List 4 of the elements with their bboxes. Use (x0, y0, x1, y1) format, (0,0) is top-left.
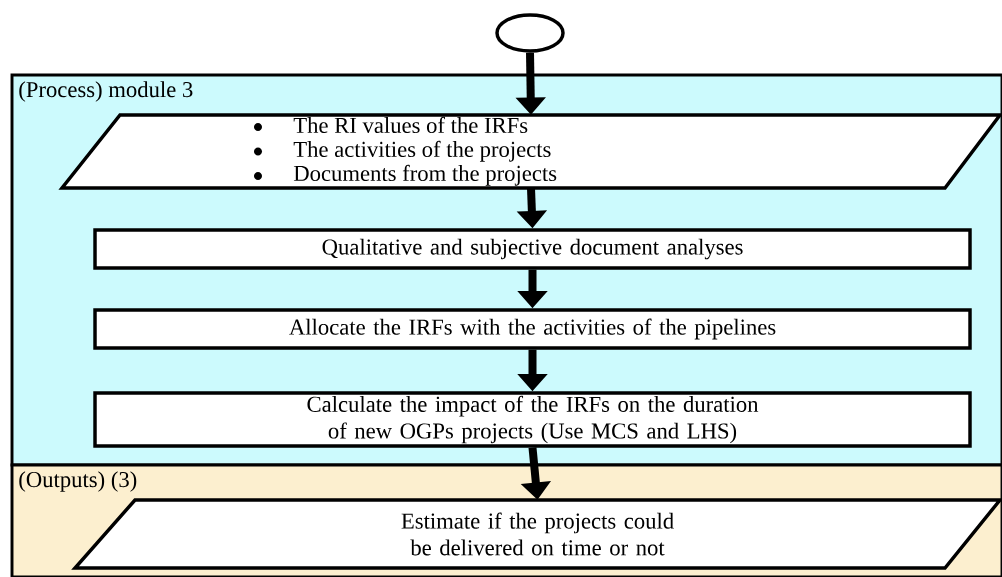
start-circle (495, 13, 565, 53)
process-box: Allocate the IRFs with the activities of the pipelines (93, 308, 972, 350)
process-box: Qualitative and subjective document analyses (93, 228, 972, 270)
process-box: Calculate the impact of the IRFs on the duration of new OGPs projects (Use MCS and LHS) (93, 391, 972, 448)
